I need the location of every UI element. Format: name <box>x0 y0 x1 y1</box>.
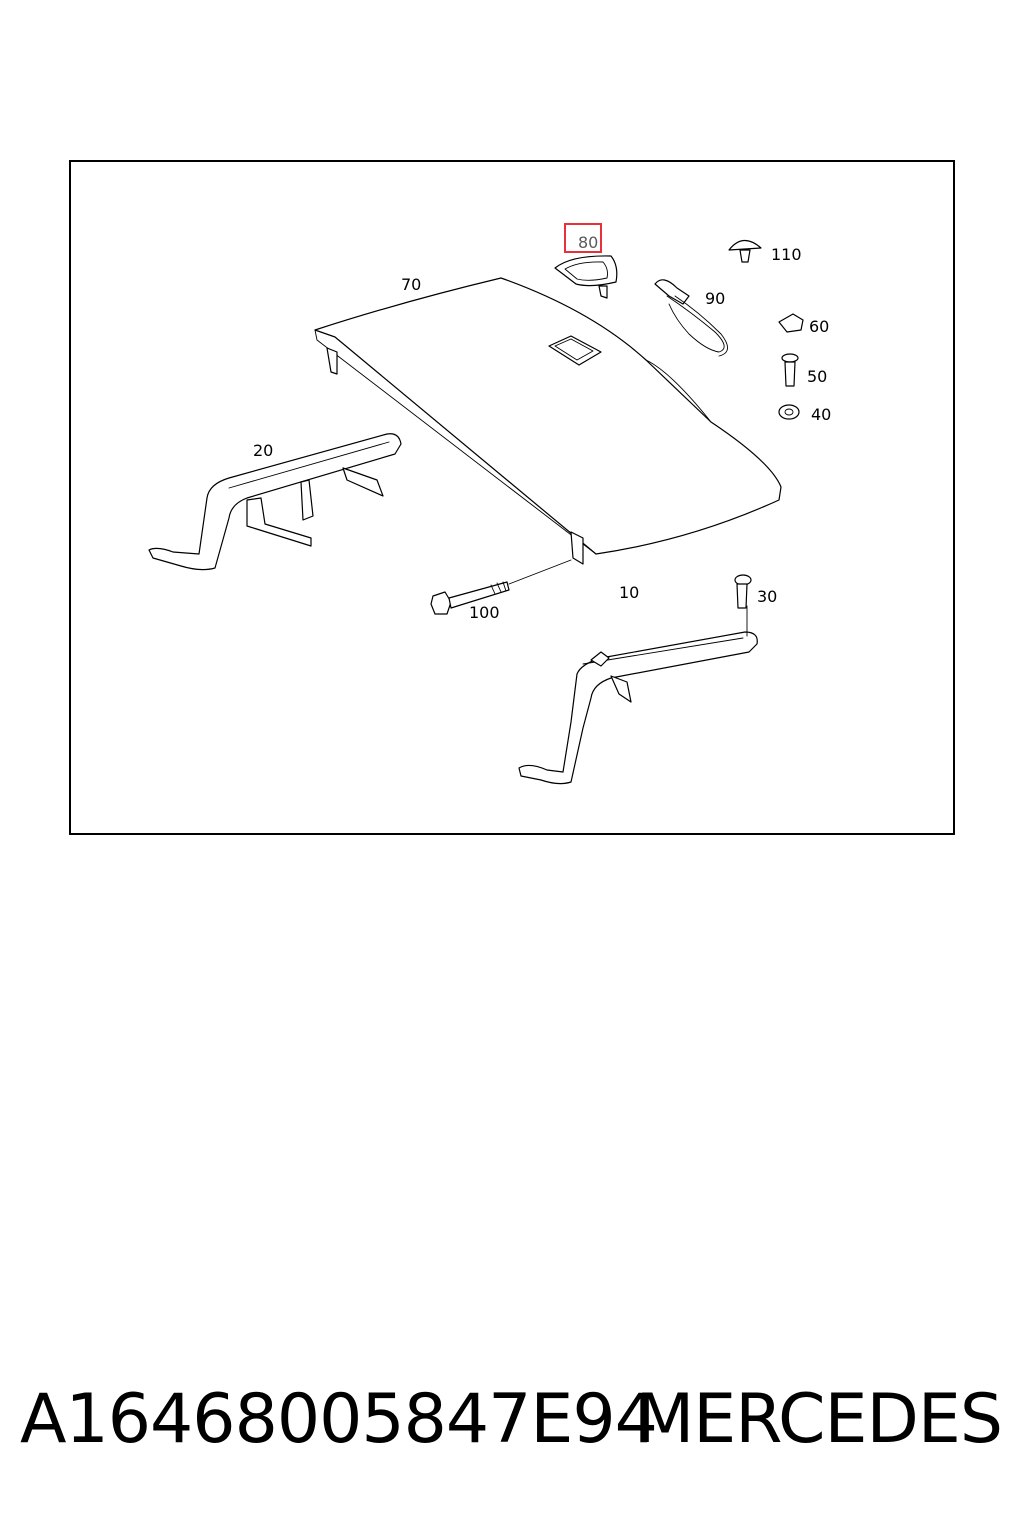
part-90-strap <box>654 279 728 357</box>
part-10-bracket <box>518 605 758 785</box>
callout-10: 10 <box>619 583 639 602</box>
part-number: A16468005847E94 <box>20 1380 658 1459</box>
callout-90: 90 <box>705 289 725 308</box>
callout-50: 50 <box>807 367 827 386</box>
callout-60: 60 <box>809 317 829 336</box>
callout-80-highlight <box>564 223 602 253</box>
callout-20: 20 <box>253 441 273 460</box>
part-70-cover-panel <box>314 277 782 565</box>
part-info-footer: A16468005847E94 MERCEDES <box>0 1380 1024 1470</box>
part-50-bolt <box>781 353 799 387</box>
callout-30: 30 <box>757 587 777 606</box>
callout-40: 40 <box>811 405 831 424</box>
part-40-nut <box>778 404 800 420</box>
part-110-clip <box>728 239 762 263</box>
callout-70: 70 <box>401 275 421 294</box>
parts-diagram-frame: 10 20 30 40 50 60 70 80 90 100 110 <box>69 160 955 835</box>
callout-100: 100 <box>469 603 500 622</box>
brand-name: MERCEDES <box>635 1380 1003 1459</box>
part-20-bracket <box>148 433 402 571</box>
part-80-cap <box>554 255 618 299</box>
part-100-bolt <box>430 559 572 615</box>
callout-80: 80 <box>578 233 598 252</box>
part-60-cap <box>778 313 804 333</box>
callout-110: 110 <box>771 245 802 264</box>
part-30-bolt <box>734 574 752 609</box>
parts-diagram: 10 20 30 40 50 60 70 80 90 100 110 <box>148 223 831 785</box>
